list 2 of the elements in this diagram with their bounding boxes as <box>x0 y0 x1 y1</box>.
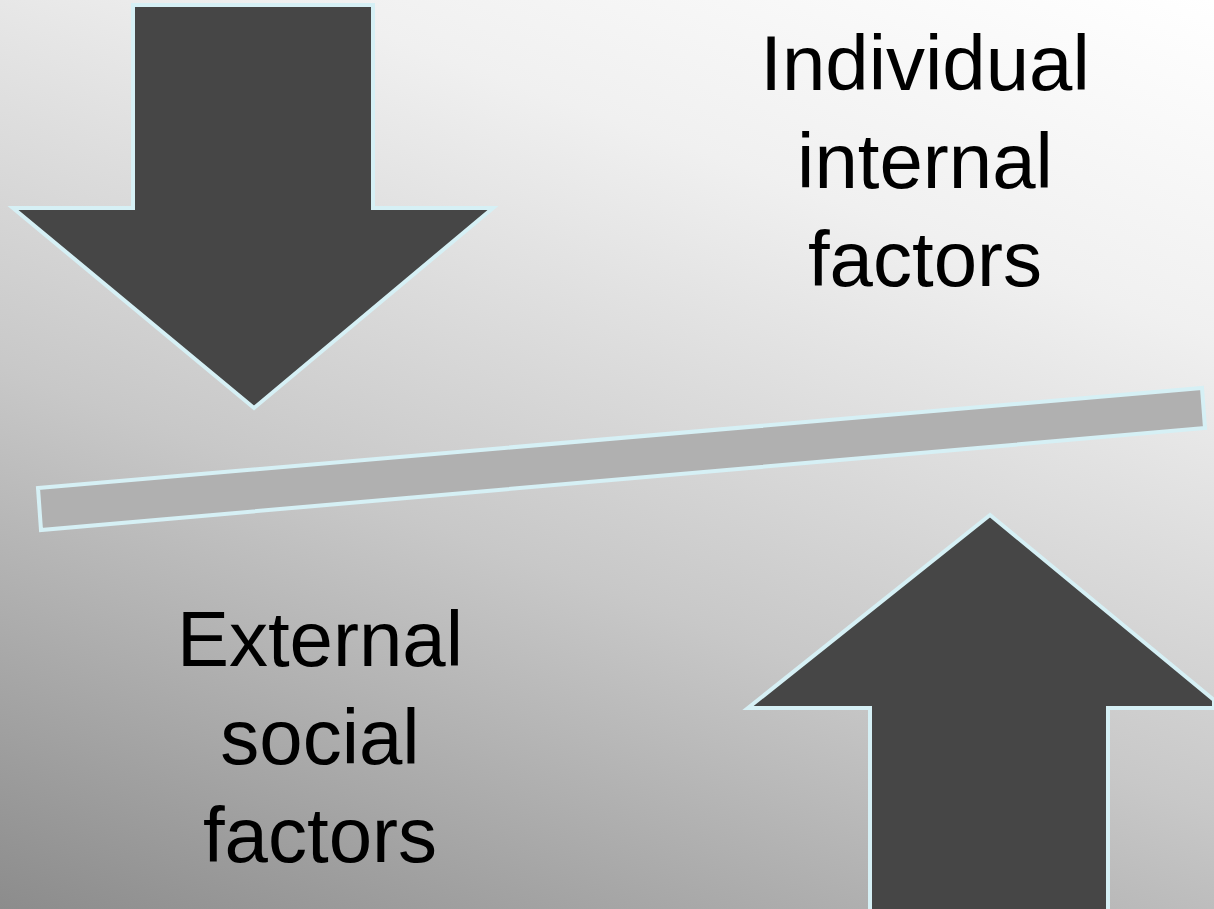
factor-label: Individual internal factors <box>759 18 1091 305</box>
factor-label: External social factors <box>175 594 465 881</box>
